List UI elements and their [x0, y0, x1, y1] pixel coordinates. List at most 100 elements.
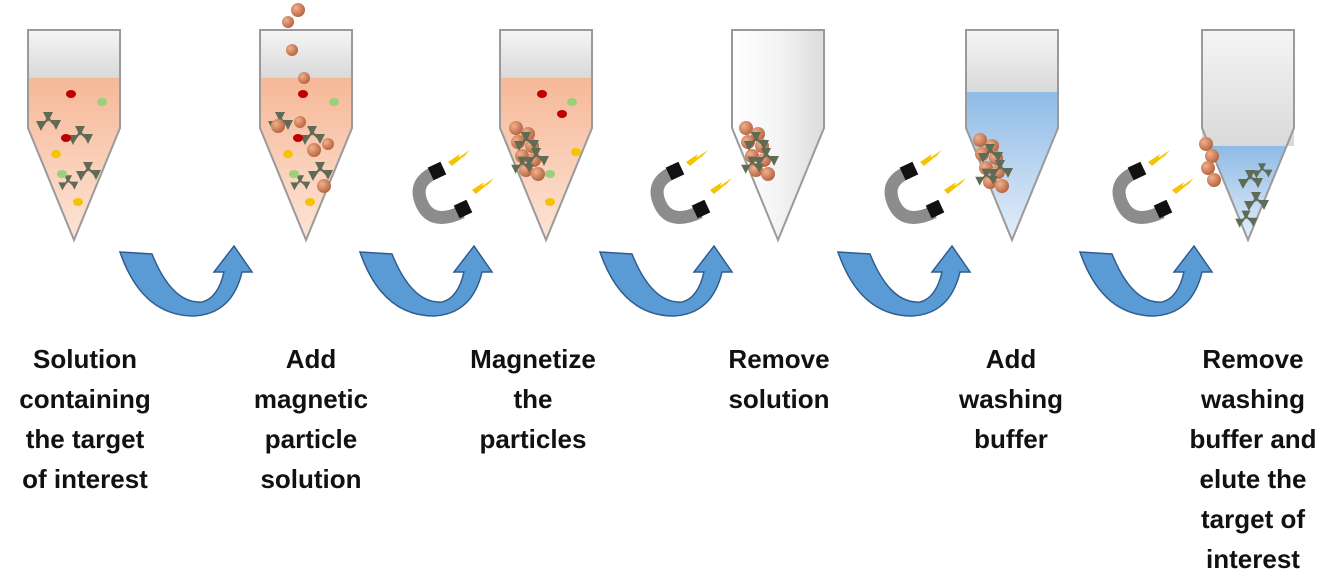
molecule-unit — [296, 175, 304, 184]
tube-elute — [1199, 29, 1295, 243]
molecule-link — [304, 131, 313, 143]
sample-solution — [28, 78, 120, 240]
label-line: of interest — [22, 464, 148, 494]
magnetic-particle — [739, 121, 753, 135]
label-line: interest — [1206, 544, 1300, 574]
green-contaminant — [97, 98, 107, 106]
molecule-link — [744, 161, 753, 172]
magnets — [412, 150, 1194, 224]
magnet-pole — [665, 161, 685, 181]
molecule-link — [758, 153, 767, 165]
molecule-unit — [307, 126, 317, 136]
tube-solution — [27, 29, 121, 243]
molecule-link — [989, 149, 999, 159]
molecule-link — [999, 165, 1009, 175]
red-contaminant — [557, 110, 567, 118]
molecule-link — [765, 153, 775, 163]
magnetic-particle — [294, 116, 306, 128]
molecule-link — [525, 137, 535, 147]
magnet-body — [1112, 166, 1165, 224]
tube-outline — [965, 29, 1059, 243]
magnetic-particle — [761, 167, 775, 181]
field-spark — [686, 150, 708, 166]
molecule-link — [985, 173, 994, 182]
tube-cap-space — [260, 30, 352, 78]
label-line: Magnetize — [470, 344, 596, 374]
molecule-link — [514, 161, 523, 172]
tube-outline — [499, 29, 593, 243]
magnet-pole — [1153, 199, 1173, 219]
target-molecule — [58, 175, 79, 191]
molecule-unit — [43, 112, 53, 122]
label-line: target of — [1201, 504, 1305, 534]
label-line: Solution — [33, 344, 137, 374]
step-label-solution: Solution containing the target of intere… — [0, 339, 170, 499]
target-molecule — [514, 132, 539, 151]
molecule-link — [1245, 215, 1254, 224]
step-arrow — [836, 244, 972, 317]
tube-outline — [731, 29, 825, 243]
label-line: buffer — [974, 424, 1048, 454]
step-arrow — [1078, 244, 1214, 317]
molecule-link — [751, 161, 760, 170]
magnetic-particle — [973, 133, 987, 147]
washing-buffer — [966, 92, 1058, 240]
molecule-unit — [981, 168, 991, 178]
red-contaminant — [66, 90, 76, 98]
target-molecule — [1238, 170, 1263, 189]
magnetic-particle — [271, 119, 285, 133]
field-spark — [448, 150, 470, 166]
molecule-link — [1261, 167, 1269, 175]
target-molecule — [511, 156, 534, 174]
molecule-unit — [531, 148, 541, 158]
molecule-link — [72, 131, 81, 143]
target-molecule — [988, 160, 1013, 179]
field-spark — [1172, 178, 1194, 194]
molecule-link — [1242, 175, 1251, 187]
molecule-link — [978, 173, 987, 184]
field-spark — [944, 178, 966, 194]
molecule-unit — [751, 132, 761, 142]
molecule-link — [1238, 215, 1247, 226]
target-molecule — [1235, 210, 1258, 228]
magnetic-particle — [317, 179, 331, 193]
magnetic-particle — [995, 179, 1009, 193]
label-line: washing — [958, 384, 1063, 414]
molecule-unit — [275, 112, 285, 122]
yellow-contaminant — [545, 198, 555, 206]
magnet-icon — [1112, 150, 1194, 224]
label-line: Remove — [1202, 344, 1304, 374]
molecule-link — [535, 153, 545, 163]
label-line: solution — [260, 464, 362, 494]
molecule-link — [311, 131, 321, 141]
tube-outline — [27, 29, 121, 243]
molecule-unit — [83, 162, 93, 172]
label-line: elute the — [1199, 464, 1307, 494]
molecule-link — [1255, 167, 1263, 177]
label-line: washing — [1200, 384, 1305, 414]
molecule-unit — [1251, 192, 1261, 202]
target-molecule — [978, 144, 1003, 163]
green-contaminant — [329, 98, 339, 106]
yellow-contaminant — [571, 148, 581, 156]
yellow-contaminant — [305, 198, 315, 206]
molecule-link — [61, 179, 69, 189]
red-contaminant — [298, 90, 308, 98]
magnet-body — [650, 166, 703, 224]
molecule-link — [1249, 175, 1259, 185]
magnetic-particle — [1205, 149, 1219, 163]
tube-remove-solution — [731, 29, 825, 243]
magnet-pole — [899, 161, 919, 181]
molecule-link — [748, 137, 757, 149]
magnet-pole — [691, 199, 711, 219]
molecule-link — [79, 131, 89, 141]
magnetic-particle — [286, 44, 298, 56]
molecule-link — [518, 137, 527, 149]
magnetic-particle — [531, 167, 545, 181]
magnet-icon — [412, 150, 494, 224]
step-arrows — [118, 244, 1214, 317]
label-line: particles — [479, 424, 587, 454]
target-molecule — [36, 112, 61, 131]
tube-add-buffer — [965, 29, 1059, 243]
